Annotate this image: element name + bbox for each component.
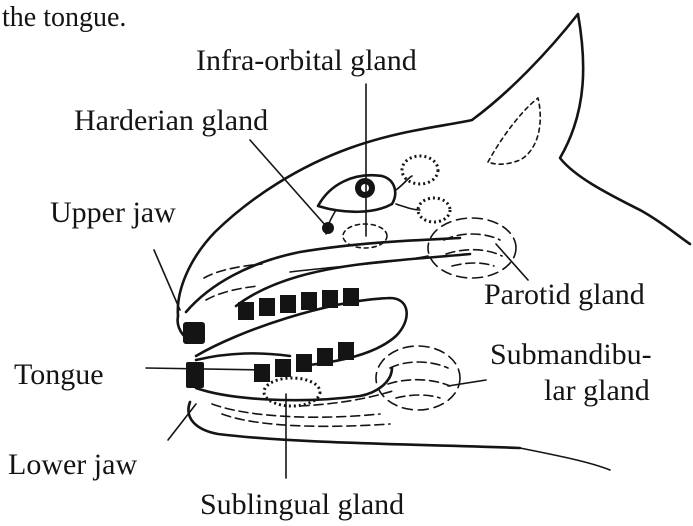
eye-highlight [361,184,369,192]
lower-molar [296,354,312,372]
label-upper-jaw: Upper jaw [50,196,176,229]
lower-molar [254,364,270,382]
leader-parotid [496,244,528,280]
label-sublingual-gland: Sublingual gland [200,488,404,521]
lower-incisor [186,362,204,388]
label-lower-jaw: Lower jaw [8,448,137,481]
leader-harderian [250,140,326,226]
mouth-and-lower-jaw [186,298,407,426]
parotid-outline [428,218,516,278]
submandibular-fill [396,395,440,398]
parotid-fill [452,263,494,266]
caption-fragment: the tongue. [2,2,126,33]
eye-outline [318,175,395,212]
submandibular-fill [390,362,448,368]
label-parotid-gland: Parotid gland [484,278,645,311]
upper-incisor [183,322,205,344]
upper-molar [238,302,254,320]
head-top-contour [178,120,472,316]
upper-jaw [183,238,470,344]
lacrimal-duct-2 [396,204,420,210]
lacrimal-gland-lower [418,198,450,222]
label-submandibular-line1: Submandibu- [490,338,652,371]
lower-molar [317,348,333,366]
label-harderian-gland: Harderian gland [74,104,268,137]
sublingual-gland [264,378,320,406]
leader-submandibular [448,380,486,386]
ear-outline [472,14,640,210]
submandibular-fill [388,380,450,386]
lower-jaw-dashed [212,404,380,417]
label-infra-orbital-gland: Infra-orbital gland [196,44,417,77]
upper-molar [280,295,296,313]
leader-tongue [146,368,268,370]
upper-molar [259,298,275,316]
leader-lines [146,84,528,478]
upper-molar [301,292,317,310]
leader-upper-jaw [154,250,180,310]
inner-ear [488,98,540,164]
lower-molar [338,342,354,360]
throat-contour [520,448,610,470]
lower-molar [275,359,291,377]
lower-jaw-inner [196,368,392,400]
label-tongue: Tongue [14,358,104,391]
neck-back [640,210,690,244]
label-submandibular-line2: lar gland [544,374,650,407]
